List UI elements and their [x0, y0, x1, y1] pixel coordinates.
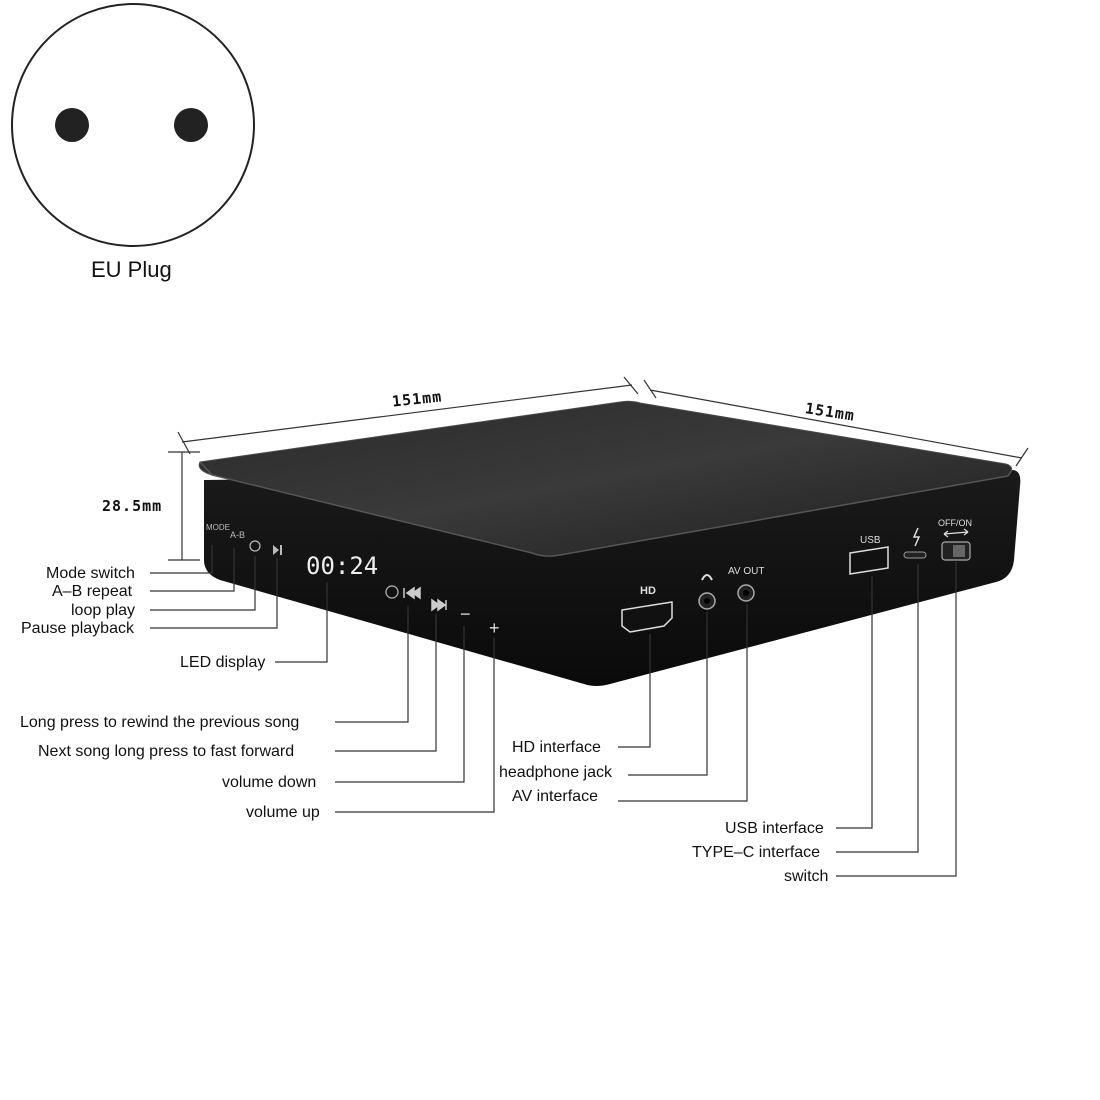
callout-rewind: Long press to rewind the previous song — [20, 714, 300, 731]
ab-button[interactable]: A-B — [230, 530, 245, 540]
callout-headphone-jack: headphone jack — [499, 764, 612, 781]
plug-pin-right — [174, 108, 208, 142]
power-switch-label: OFF/ON — [938, 518, 972, 528]
charge-icon — [912, 527, 921, 547]
callout-loop-play: loop play — [71, 602, 136, 619]
callout-switch: switch — [784, 868, 829, 885]
callout-volume-down: volume down — [222, 774, 317, 791]
led-display: 00:24 — [306, 552, 378, 580]
loop-icon[interactable] — [249, 540, 261, 552]
callout-av-interface: AV interface — [512, 788, 598, 805]
hd-port-label: HD — [640, 585, 656, 597]
callout-pause-playback: Pause playback — [21, 620, 134, 637]
callout-lines — [150, 545, 957, 877]
hdmi-port — [621, 601, 673, 633]
eu-plug-label: EU Plug — [91, 257, 172, 282]
previous-icon[interactable] — [403, 586, 421, 600]
dimension-lines — [168, 376, 1029, 561]
height-dimension: 28.5mm — [102, 497, 163, 515]
plug-outline — [11, 3, 255, 247]
switch-arrow-icon — [943, 528, 969, 538]
av-out-label: AV OUT — [728, 566, 764, 577]
callout-hd-interface: HD interface — [512, 739, 601, 756]
eu-plug-illustration — [11, 3, 255, 247]
usb-port — [849, 546, 889, 575]
callout-mode-switch: Mode switch — [46, 565, 135, 582]
callout-ab-repeat: A–B repeat — [52, 583, 133, 600]
callout-led-display: LED display — [180, 654, 266, 671]
usb-port-label: USB — [860, 535, 881, 546]
callout-usb-interface: USB interface — [725, 820, 824, 837]
plug-pin-left — [55, 108, 89, 142]
volume-up-button[interactable]: + — [489, 618, 500, 638]
callout-volume-up: volume up — [246, 804, 320, 821]
callout-fast-forward: Next song long press to fast forward — [38, 743, 295, 760]
headphone-icon — [701, 574, 713, 581]
next-icon[interactable] — [431, 598, 447, 612]
callout-typec-interface: TYPE–C interface — [692, 844, 821, 861]
play-pause-icon[interactable] — [273, 545, 279, 555]
volume-down-button[interactable]: − — [460, 604, 471, 624]
typec-port — [903, 551, 927, 559]
mode-button[interactable]: MODE — [206, 523, 230, 532]
rewind-mode-icon[interactable] — [385, 585, 399, 599]
